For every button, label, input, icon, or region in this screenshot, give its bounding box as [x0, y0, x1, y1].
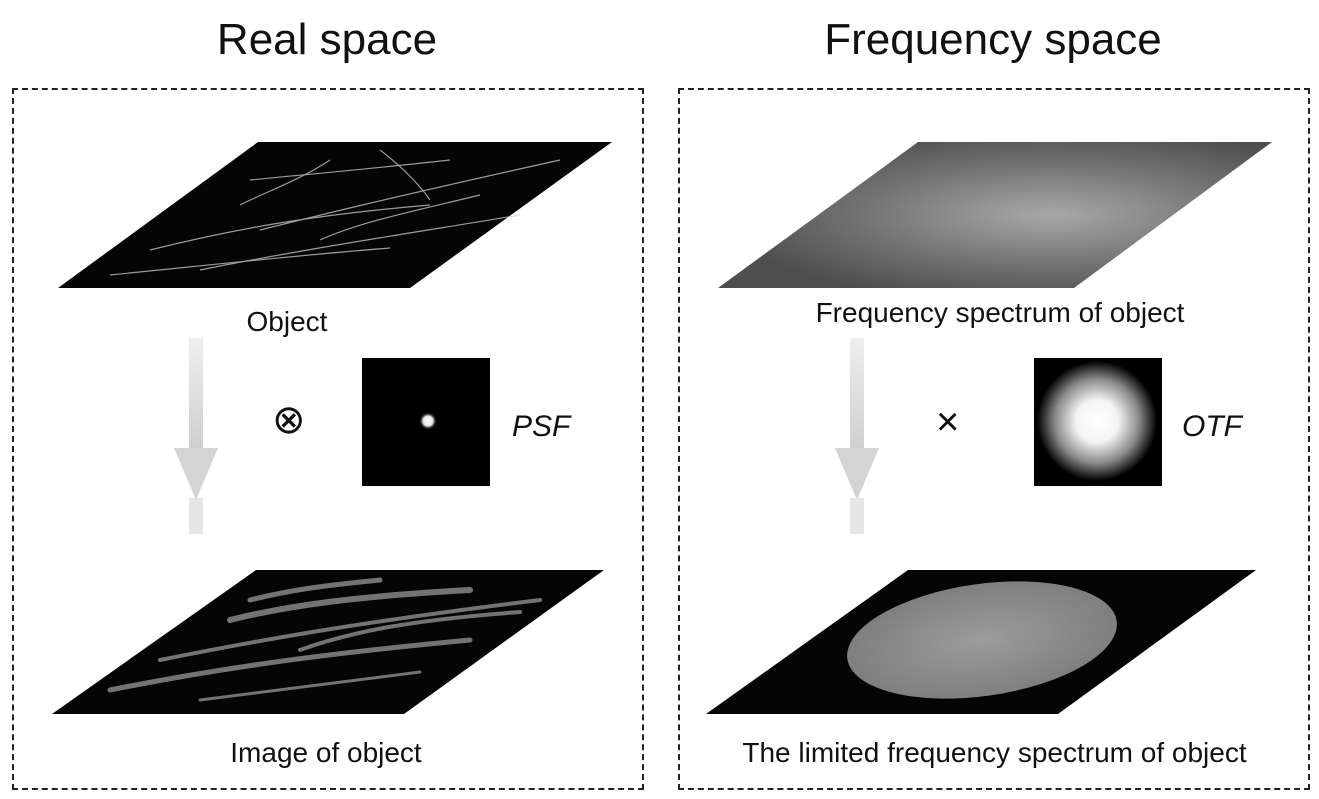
frequency-spectrum-label: Frequency spectrum of object — [815, 297, 1185, 328]
otf-image — [1034, 358, 1162, 486]
real-space-title: Real space — [216, 15, 438, 64]
otf-label: OTF — [1182, 410, 1242, 443]
psf-image — [362, 358, 490, 486]
multiplication-operator: × — [936, 400, 960, 444]
frequency-space-title: Frequency space — [824, 15, 1162, 64]
frequency-space-panel — [678, 88, 1310, 790]
psf-label: PSF — [512, 410, 571, 443]
convolution-operator: ⊗ — [272, 398, 306, 442]
limited-spectrum-plane — [706, 570, 1256, 714]
spectrum-plane — [718, 142, 1272, 288]
real-space-panel — [12, 88, 644, 790]
image-of-object-label: Image of object — [230, 737, 422, 768]
frequency-down-arrow — [835, 338, 879, 534]
object-label: Object — [246, 306, 328, 337]
real-down-arrow — [174, 338, 218, 534]
image-plane — [52, 570, 604, 714]
object-plane — [58, 142, 612, 288]
limited-spectrum-label: The limited frequency spectrum of object — [742, 737, 1247, 768]
